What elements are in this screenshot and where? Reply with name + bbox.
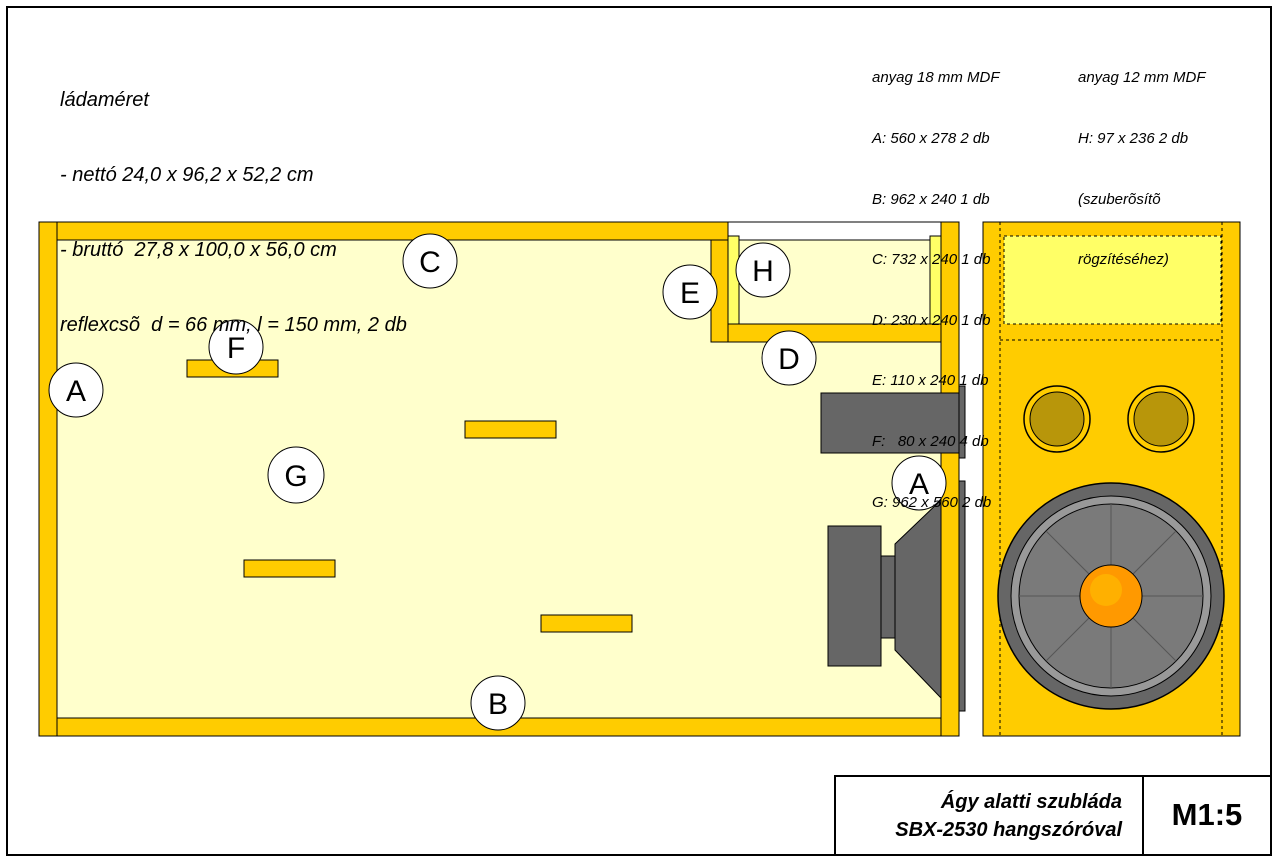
side-section-view xyxy=(38,221,966,737)
label-h: H xyxy=(735,242,791,298)
panel-c xyxy=(56,221,729,241)
material-18mm-list: anyag 18 mm MDF A: 560 x 278 2 db B: 962… xyxy=(872,28,1000,533)
part-g-spec: G: 962 x 560 2 db xyxy=(872,493,992,511)
box-size-notes: ládaméret - nettó 24,0 x 96,2 x 52,2 cm … xyxy=(60,38,407,363)
drawing-subtitle: SBX-2530 hangszóróval xyxy=(895,819,1122,841)
part-c-spec: C: 732 x 240 1 db xyxy=(872,251,991,269)
material-12mm-list: anyag 12 mm MDF H: 97 x 236 2 db (szuber… xyxy=(1078,28,1206,291)
label-d-text: D xyxy=(778,343,800,376)
front-view xyxy=(982,221,1241,737)
panel-a-left xyxy=(38,221,58,737)
label-e: E xyxy=(662,264,718,320)
woofer-magnet xyxy=(827,525,882,667)
label-g-text: G xyxy=(284,460,307,493)
box-size-gross: - bruttó 27,8 x 100,0 x 56,0 cm xyxy=(60,239,337,261)
label-a-left: A xyxy=(48,362,104,418)
part-h-spec: H: 97 x 236 2 db xyxy=(1078,130,1189,148)
label-f-text: F xyxy=(227,332,245,365)
panel-h-left xyxy=(727,235,740,325)
part-e-spec: E: 110 x 240 1 db xyxy=(872,372,989,390)
woofer-basket xyxy=(894,498,942,700)
label-b: B xyxy=(470,675,526,731)
woofer-pole xyxy=(880,555,896,639)
material-12mm-title: anyag 12 mm MDF xyxy=(1078,69,1206,87)
label-d: D xyxy=(761,330,817,386)
label-a-right-text: A xyxy=(909,468,929,501)
part-d-spec: D: 230 x 240 1 db xyxy=(872,311,991,329)
label-e-text: E xyxy=(680,277,700,310)
drawing-scale: M1:5 xyxy=(1171,797,1243,832)
box-size-title: ládaméret xyxy=(60,89,149,111)
part-f-spec: F: 80 x 240 4 db xyxy=(872,433,989,451)
scale-block-frame xyxy=(1142,775,1272,856)
part-b-spec: B: 962 x 240 1 db xyxy=(872,190,990,208)
box-size-net: - nettó 24,0 x 96,2 x 52,2 cm xyxy=(60,164,314,186)
material-18mm-title: anyag 18 mm MDF xyxy=(872,69,1000,87)
woofer-flange xyxy=(958,480,966,712)
reflex-tube-spec: reflexcsõ d = 66 mm, l = 150 mm, 2 db xyxy=(60,314,407,336)
panel-f-brace xyxy=(243,559,336,578)
front-compartment xyxy=(1003,235,1222,325)
label-f: F xyxy=(208,319,264,375)
panel-f-brace xyxy=(540,614,633,633)
label-b-text: B xyxy=(488,688,508,721)
reflex-tube-flange xyxy=(958,385,966,459)
label-a-left-text: A xyxy=(66,375,86,408)
drawing-title: Ágy alatti szubláda xyxy=(940,791,1122,813)
label-c-text: C xyxy=(419,246,441,279)
panel-f-brace xyxy=(464,420,557,439)
part-h-note-1: (szuberõsítõ xyxy=(1078,190,1161,208)
label-c: C xyxy=(402,233,458,289)
part-h-note-2: rögzítéséhez) xyxy=(1078,251,1169,269)
label-g: G xyxy=(267,446,325,504)
woofer-side-view xyxy=(827,480,966,712)
label-a-right: A xyxy=(891,455,947,511)
drawing-border xyxy=(6,6,1272,856)
title-block: Ágy alatti szubláda SBX-2530 hangszóróva… xyxy=(822,788,1122,844)
part-a-spec: A: 560 x 278 2 db xyxy=(872,130,990,148)
label-h-text: H xyxy=(752,255,774,288)
